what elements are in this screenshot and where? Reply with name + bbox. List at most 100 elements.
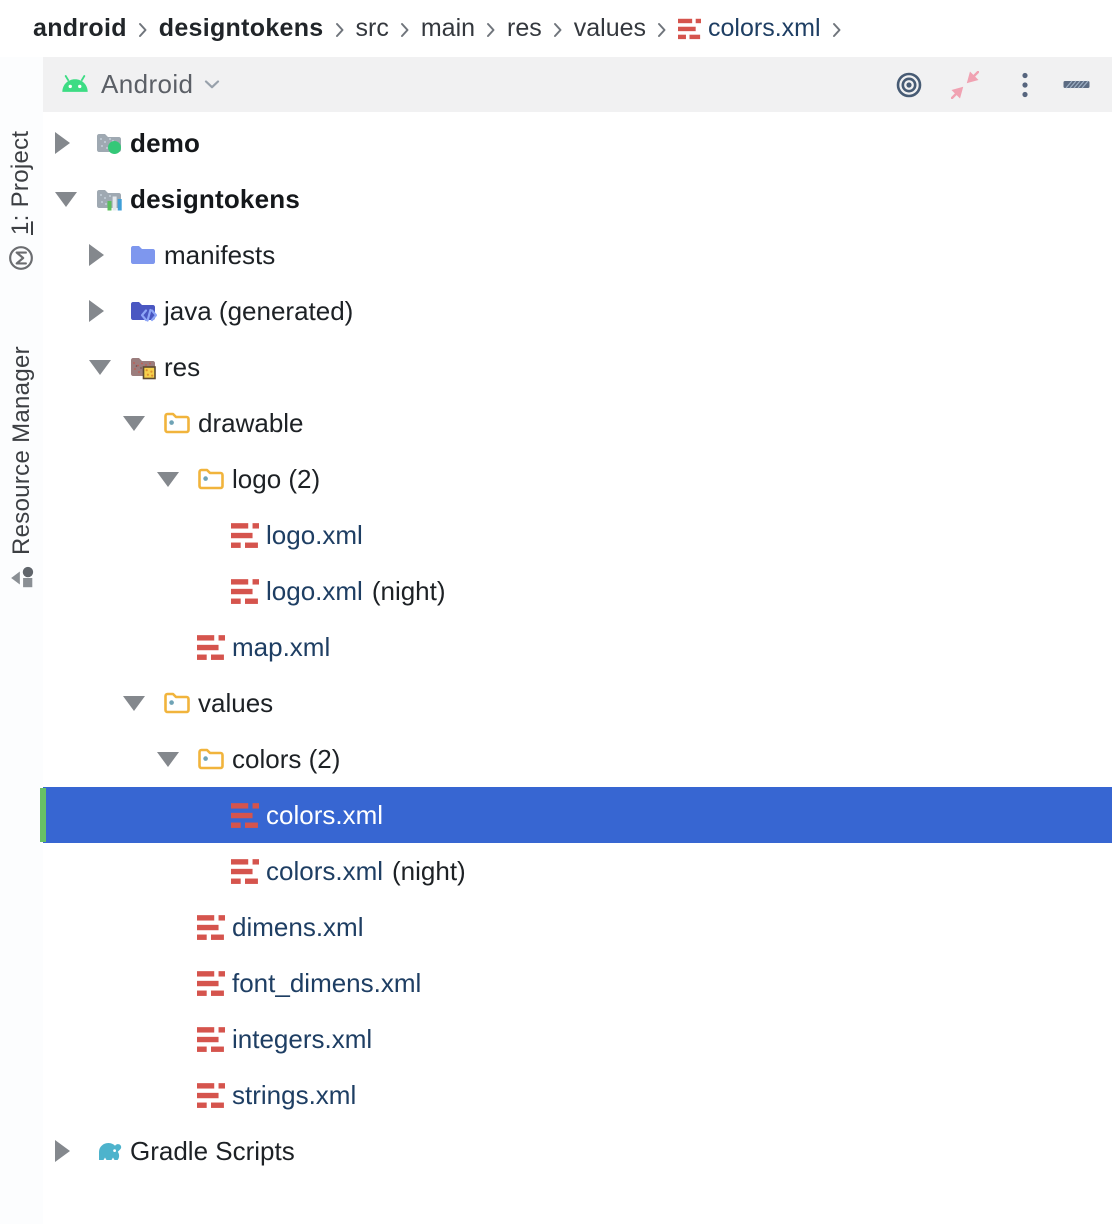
tree-row-suffix: (night) <box>371 575 446 606</box>
xml-icon <box>231 859 259 884</box>
breadcrumb-label: values <box>573 14 647 42</box>
tree-row-label: res <box>164 351 201 382</box>
tree-row-arrow-slot <box>123 395 163 451</box>
xml-icon <box>197 915 225 940</box>
tree-row-label: logo.xml <box>266 519 363 550</box>
xml-icon <box>197 1083 225 1108</box>
breadcrumb-label: main <box>420 14 476 42</box>
chevron-down-icon[interactable] <box>204 68 220 102</box>
breadcrumb: android designtokens src main res values… <box>0 0 1112 57</box>
tree-row-colors.xml-night[interactable]: colors.xml (night) <box>43 843 1112 899</box>
chevron-expanded-icon[interactable] <box>157 751 179 767</box>
tree-row-arrow-slot <box>157 955 197 1011</box>
tree-row-arrow-slot <box>55 1123 95 1179</box>
tree-row-arrow-slot <box>55 171 95 227</box>
breadcrumb-item-colors-xml[interactable]: colors.xml <box>678 14 821 43</box>
tree-row-java-generated-[interactable]: java (generated) <box>43 283 1112 339</box>
tree-row-arrow-slot <box>55 115 95 171</box>
more-options-button[interactable] <box>996 68 1054 102</box>
tree-row-logo.xml-night[interactable]: logo.xml (night) <box>43 563 1112 619</box>
android-head-icon <box>62 75 88 92</box>
chevron-expanded-icon[interactable] <box>55 191 77 207</box>
breadcrumb-item-src[interactable]: src <box>356 14 389 43</box>
tab-resource-manager-label: Resource Manager <box>8 346 35 555</box>
tree-row-arrow-slot <box>191 843 231 899</box>
breadcrumb-separator-icon <box>832 22 841 37</box>
resource-manager-glyph <box>11 566 34 588</box>
breadcrumb-item-res[interactable]: res <box>507 14 542 43</box>
collapse-all-button[interactable] <box>934 68 996 102</box>
xml-icon <box>197 1027 225 1052</box>
chevron-expanded-icon[interactable] <box>89 359 111 375</box>
tree-row-drawable[interactable]: drawable <box>43 395 1112 451</box>
tree-row-label: values <box>198 687 274 718</box>
hide-panel-button[interactable] <box>1054 68 1098 102</box>
tree-row-arrow-slot <box>157 899 197 955</box>
tree-row-font-dimens.xml[interactable]: font_dimens.xml <box>43 955 1112 1011</box>
select-opened-file-button[interactable] <box>884 68 934 102</box>
tree-row-label: logo (2) <box>232 463 321 494</box>
project-tree: demo designtokens manifests java (genera… <box>40 112 1112 1224</box>
project-view-title: Android <box>101 69 194 99</box>
hide-icon <box>1063 80 1089 89</box>
tree-row-manifests[interactable]: manifests <box>43 227 1112 283</box>
breadcrumb-item-android[interactable]: android <box>33 14 127 43</box>
xml-icon <box>197 971 225 996</box>
chevron-collapsed-icon[interactable] <box>89 300 104 322</box>
tree-row-demo[interactable]: demo <box>43 115 1112 171</box>
tree-row-logo-2-[interactable]: logo (2) <box>43 451 1112 507</box>
tree-row-colors.xml[interactable]: colors.xml <box>40 787 1112 843</box>
tree-row-colors-2-[interactable]: colors (2) <box>43 731 1112 787</box>
breadcrumb-separator-icon <box>335 22 344 37</box>
module-android-icon <box>97 134 121 154</box>
breadcrumb-item-main[interactable]: main <box>421 14 475 43</box>
tree-row-designtokens[interactable]: designtokens <box>43 171 1112 227</box>
folder-java-icon <box>131 302 157 322</box>
tree-row-dimens.xml[interactable]: dimens.xml <box>43 899 1112 955</box>
chevron-collapsed-icon[interactable] <box>55 132 70 154</box>
tree-row-label: manifests <box>164 239 276 270</box>
chevron-collapsed-icon[interactable] <box>55 1140 70 1162</box>
tree-row-gradle-scripts[interactable]: Gradle Scripts <box>43 1123 1112 1179</box>
chevron-collapsed-icon[interactable] <box>89 244 104 266</box>
tree-row-integers.xml[interactable]: integers.xml <box>43 1011 1112 1067</box>
chevron-expanded-icon[interactable] <box>123 415 145 431</box>
tree-row-label: colors.xml <box>266 799 384 830</box>
tool-window-tab-resource-manager[interactable]: Resource Manager <box>8 346 36 591</box>
tree-row-values[interactable]: values <box>43 675 1112 731</box>
tree-row-arrow-slot <box>191 563 231 619</box>
xml-icon <box>231 579 259 604</box>
breadcrumb-item-values[interactable]: values <box>574 14 646 43</box>
chevron-expanded-icon[interactable] <box>123 695 145 711</box>
collapse-all-icon <box>951 70 979 99</box>
tree-row-label: java (generated) <box>164 295 354 326</box>
tree-row-label: demo <box>130 127 201 158</box>
project-tool-window-glyph <box>9 246 33 270</box>
tree-row-arrow-slot <box>157 619 197 675</box>
tree-row-label: colors.xml <box>266 855 384 886</box>
tree-row-label: logo.xml <box>266 575 363 606</box>
breadcrumb-separator-icon <box>400 22 409 37</box>
tree-row-label: font_dimens.xml <box>232 967 422 998</box>
breadcrumb-label: colors.xml <box>708 14 821 42</box>
tool-window-tab-project[interactable]: 1: Project <box>7 131 35 271</box>
xml-icon <box>231 803 259 828</box>
breadcrumb-label: src <box>355 14 389 42</box>
tree-row-arrow-slot <box>157 1067 197 1123</box>
tree-row-suffix: (night) <box>392 855 466 886</box>
tree-row-label: colors (2) <box>232 743 341 774</box>
chevron-down-icon <box>205 80 220 89</box>
resource-manager-icon <box>9 565 35 591</box>
tree-row-strings.xml[interactable]: strings.xml <box>43 1067 1112 1123</box>
folder-manifests-icon <box>131 246 155 264</box>
tree-row-arrow-slot <box>89 339 129 395</box>
project-view-selector[interactable]: Android <box>60 68 220 102</box>
tree-row-map.xml[interactable]: map.xml <box>43 619 1112 675</box>
tree-row-logo.xml[interactable]: logo.xml <box>43 507 1112 563</box>
tree-row-res[interactable]: res <box>43 339 1112 395</box>
breadcrumb-label: designtokens <box>158 14 324 42</box>
gradle-icon <box>99 1143 122 1160</box>
breadcrumb-item-designtokens[interactable]: designtokens <box>159 14 324 43</box>
xml-icon <box>231 523 259 548</box>
chevron-expanded-icon[interactable] <box>157 471 179 487</box>
